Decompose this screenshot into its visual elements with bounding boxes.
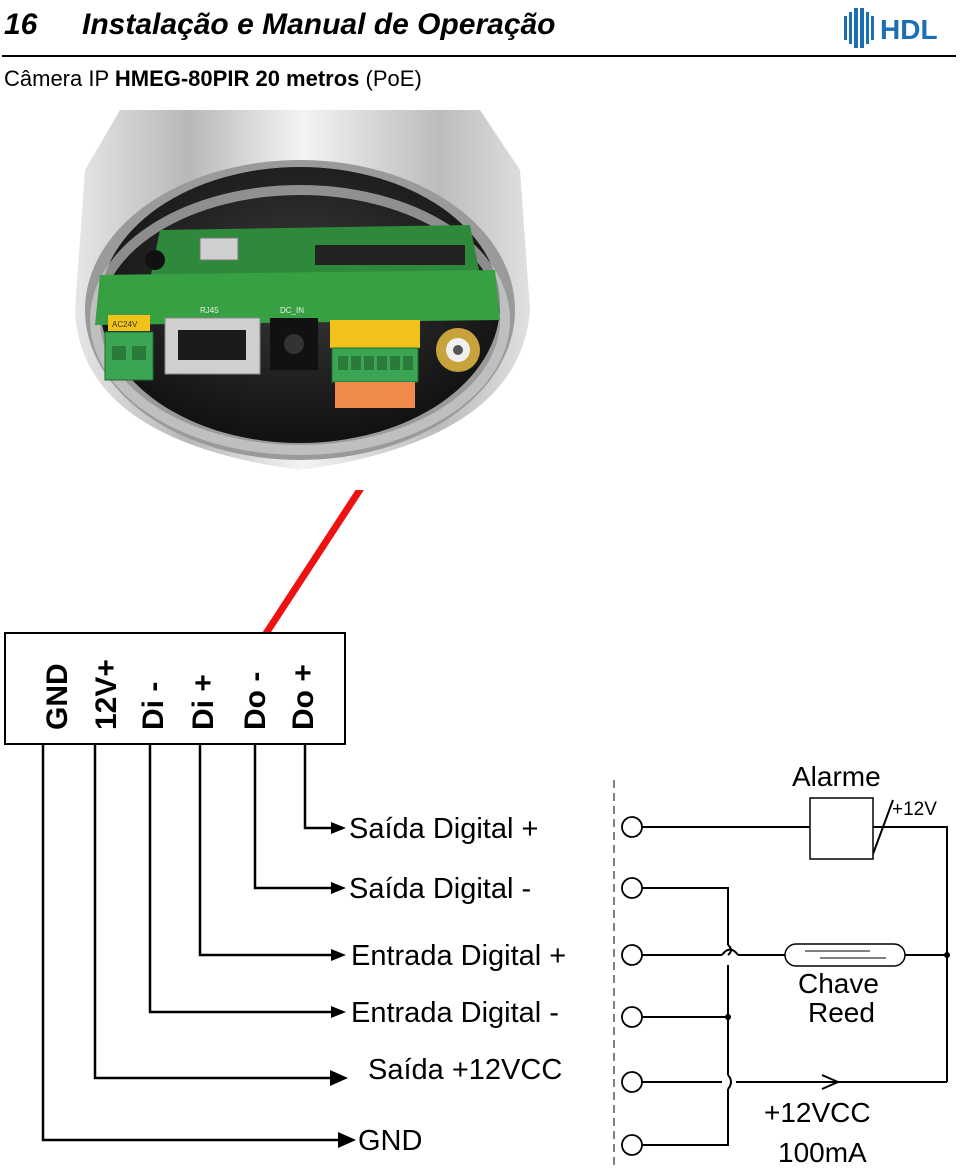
- ac24v-label-box: [108, 315, 150, 331]
- alarm-label: Alarme: [792, 761, 881, 792]
- io-terminal-labels: [330, 320, 420, 348]
- io-terminal-levers: [335, 382, 415, 408]
- pin-leads: [41, 744, 343, 1142]
- lead-arrowheads: [330, 822, 356, 1148]
- terminal-circle-icon: [621, 877, 643, 899]
- rj45-label: RJ45: [200, 306, 219, 315]
- signal-label-do-plus: Saída Digital +: [349, 813, 538, 845]
- signal-label-do-minus: Saída Digital -: [349, 873, 531, 905]
- pin-di-plus-label: Di +: [187, 674, 220, 730]
- hdl-logo: HDL: [844, 8, 938, 48]
- terminal-circle-icon: [621, 1006, 643, 1028]
- arrow-head-icon: [330, 1070, 348, 1086]
- supply-label-line1: +12VCC: [764, 1097, 871, 1128]
- usb-connector: [199, 237, 239, 261]
- external-wiring: [642, 799, 948, 1146]
- arrow-head-icon: [338, 1132, 356, 1148]
- arrow-head-icon: [331, 949, 346, 961]
- document-title: Instalação e Manual de Operação: [82, 8, 556, 41]
- reed-label-line1: Chave: [798, 968, 879, 999]
- pin-di-minus-label: Di -: [137, 682, 170, 730]
- signal-label-di-minus: Entrada Digital -: [351, 997, 559, 1029]
- junction-dots: [725, 952, 950, 1020]
- arrow-head-icon: [331, 882, 346, 894]
- reed-switch: [784, 943, 906, 967]
- signal-label-12vcc: Saída +12VCC: [368, 1054, 562, 1086]
- pin-gnd-label: GND: [41, 663, 74, 730]
- terminal-circle-icon: [621, 1071, 643, 1093]
- dcin-label: DC_IN: [280, 306, 304, 315]
- pin-12v-label: 12V+: [90, 659, 123, 730]
- supply-label-line2: 100mA: [778, 1137, 867, 1168]
- pin-do-minus-label: Do -: [239, 672, 272, 730]
- camera-photo: AC24V RJ45 DC_IN: [50, 110, 550, 490]
- pin-do-plus-label: Do +: [287, 664, 320, 730]
- pcb-lower: [95, 270, 500, 325]
- alarm-device: [809, 797, 874, 860]
- wiring-diagram: GND 12V+ Di - Di + Do - Do + Saída Digit…: [4, 490, 950, 1170]
- subtitle-prefix: Câmera IP: [4, 66, 115, 91]
- reed-label-line2: Reed: [808, 997, 875, 1028]
- field-terminals: [621, 816, 643, 1156]
- page-header: 16 Instalação e Manual de Operação HDL: [0, 0, 960, 60]
- arrow-head-icon: [331, 822, 346, 834]
- subtitle-poe: (PoE): [365, 66, 422, 91]
- terminal-block-box: [4, 632, 346, 745]
- page-number: 16: [4, 8, 38, 41]
- subtitle-suffix: 20 metros: [249, 66, 360, 91]
- signal-label-di-plus: Entrada Digital +: [351, 940, 566, 972]
- sd-slot: [315, 245, 465, 265]
- signal-label-gnd: GND: [358, 1125, 422, 1157]
- header-rule: [2, 55, 956, 57]
- terminal-circle-icon: [621, 944, 643, 966]
- subtitle-model: HMEG-80PIR: [114, 66, 250, 91]
- logo-bars-icon: [844, 8, 874, 48]
- logo-text: HDL: [880, 14, 938, 45]
- arrow-head-icon: [331, 1006, 346, 1018]
- terminal-circle-icon: [621, 816, 643, 838]
- pointer-arrow: [261, 490, 364, 639]
- ac24v-label: AC24V: [112, 320, 138, 329]
- alarm-12v-label: +12V: [892, 799, 937, 820]
- product-subtitle: Câmera IP HMEG-80PIR 20 metros (PoE): [4, 66, 422, 92]
- terminal-circle-icon: [621, 1134, 643, 1156]
